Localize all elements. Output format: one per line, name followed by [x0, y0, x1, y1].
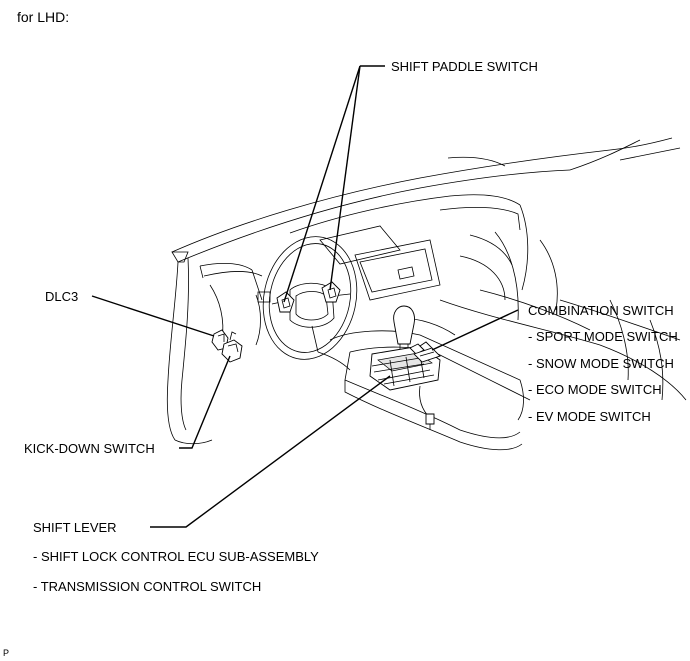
steering-wheel	[262, 236, 358, 371]
kick-down-switch	[221, 331, 243, 363]
label-kick-down-switch: KICK-DOWN SWITCH	[24, 441, 155, 456]
label-sport-mode-switch: - SPORT MODE SWITCH	[528, 329, 678, 344]
label-dlc3: DLC3	[45, 289, 79, 304]
leader-lines	[91, 65, 519, 528]
label-shift-lock-control-ecu: - SHIFT LOCK CONTROL ECU SUB-ASSEMBLY	[33, 549, 319, 564]
label-shift-paddle-switch: SHIFT PADDLE SWITCH	[391, 59, 538, 74]
combination-switch	[413, 347, 441, 363]
center-console	[329, 317, 531, 451]
dashboard-outline	[166, 137, 687, 445]
label-eco-mode-switch: - ECO MODE SWITCH	[528, 382, 662, 397]
label-ev-mode-switch: - EV MODE SWITCH	[528, 409, 651, 424]
label-shift-lever: SHIFT LEVER	[33, 520, 117, 535]
diagram-heading: for LHD:	[17, 9, 70, 25]
label-combination-switch: COMBINATION SWITCH	[528, 303, 674, 318]
label-transmission-control-switch: - TRANSMISSION CONTROL SWITCH	[33, 579, 262, 594]
footer-mark: P	[3, 648, 10, 658]
label-snow-mode-switch: - SNOW MODE SWITCH	[528, 356, 674, 371]
shift-paddle-left	[276, 291, 295, 313]
